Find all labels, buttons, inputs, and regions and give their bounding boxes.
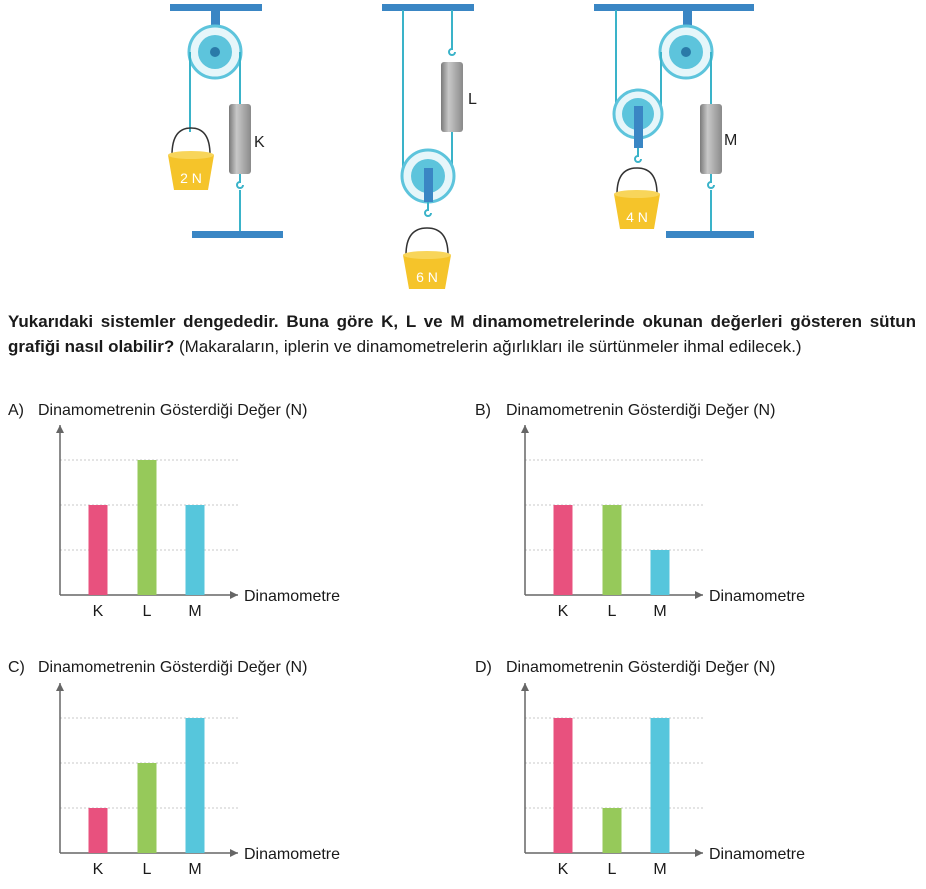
x-axis-arrow	[695, 591, 703, 599]
chart-d-ylabel: Dinamometrenin Gösterdiği Değer (N)	[506, 659, 776, 676]
chart-c-ylabel: Dinamometrenin Gösterdiği Değer (N)	[38, 659, 308, 676]
x-axis-arrow	[230, 849, 238, 857]
pulley-diagram: 2 N K L 6 N	[168, 4, 754, 289]
bar-l	[602, 505, 622, 595]
dynamometer-k	[229, 104, 251, 174]
floor-plate	[192, 231, 283, 238]
tick-label-l: L	[143, 861, 152, 878]
ceiling-plate	[594, 4, 754, 11]
bar-m	[650, 718, 670, 853]
tick-label-k: K	[93, 861, 104, 878]
option-letter-c: C)	[8, 659, 25, 676]
system-k: 2 N K	[168, 4, 283, 238]
x-axis-label: Dinamometre	[709, 588, 805, 605]
tick-label-l: L	[143, 603, 152, 620]
y-axis-arrow	[521, 683, 529, 691]
x-axis-label: Dinamometre	[244, 846, 340, 863]
tick-label-m: M	[188, 603, 201, 620]
system-m: 4 N M	[594, 4, 754, 238]
bar-l	[137, 460, 157, 595]
dynamometer-label-m: M	[724, 132, 737, 149]
bucket-2n	[168, 155, 214, 190]
bar-l	[137, 763, 157, 853]
weight-label-6n: 6 N	[416, 269, 438, 285]
bar-m	[185, 505, 205, 595]
question-note: (Makaraların, iplerin ve dinamometreleri…	[174, 337, 802, 356]
bar-k	[553, 718, 573, 853]
bar-k	[88, 808, 108, 853]
bucket-handle	[171, 127, 211, 156]
question-bold: Yukarıdaki sistemler dengededir. Buna gö…	[8, 312, 916, 356]
x-axis-arrow	[230, 591, 238, 599]
y-axis-arrow	[56, 683, 64, 691]
tick-label-m: M	[188, 861, 201, 878]
weight-label-2n: 2 N	[180, 170, 202, 186]
ceiling-plate	[382, 4, 474, 11]
dynamometer-l	[441, 62, 463, 132]
bucket-handle	[405, 227, 449, 256]
bucket-handle	[616, 167, 658, 195]
bar-m	[185, 718, 205, 853]
tick-label-k: K	[558, 603, 569, 620]
tick-label-l: L	[608, 861, 617, 878]
chart-b-ylabel: Dinamometrenin Gösterdiği Değer (N)	[506, 402, 776, 419]
bucket-4n	[614, 194, 660, 229]
dynamometer-label-l: L	[468, 91, 477, 108]
ceiling-plate	[170, 4, 262, 11]
option-letter-d: D)	[475, 659, 492, 676]
y-axis-arrow	[56, 425, 64, 433]
tick-label-m: M	[653, 603, 666, 620]
x-axis-arrow	[695, 849, 703, 857]
floor-plate	[666, 231, 754, 238]
x-axis-label: Dinamometre	[244, 588, 340, 605]
bar-l	[602, 808, 622, 853]
bar-k	[553, 505, 573, 595]
option-letter-a: A)	[8, 402, 24, 419]
system-l: L 6 N	[382, 4, 477, 289]
tick-label-l: L	[608, 603, 617, 620]
bar-m	[650, 550, 670, 595]
tick-label-m: M	[653, 861, 666, 878]
tick-label-k: K	[93, 603, 104, 620]
weight-label-4n: 4 N	[626, 209, 648, 225]
dynamometer-label-k: K	[254, 134, 265, 151]
dynamometer-m	[700, 104, 722, 174]
question-text: Yukarıdaki sistemler dengededir. Buna gö…	[8, 309, 916, 359]
x-axis-label: Dinamometre	[709, 846, 805, 863]
option-letter-b: B)	[475, 402, 491, 419]
tick-label-k: K	[558, 861, 569, 878]
y-axis-arrow	[521, 425, 529, 433]
bar-k	[88, 505, 108, 595]
bucket-6n	[403, 255, 451, 289]
chart-a-ylabel: Dinamometrenin Gösterdiği Değer (N)	[38, 402, 308, 419]
